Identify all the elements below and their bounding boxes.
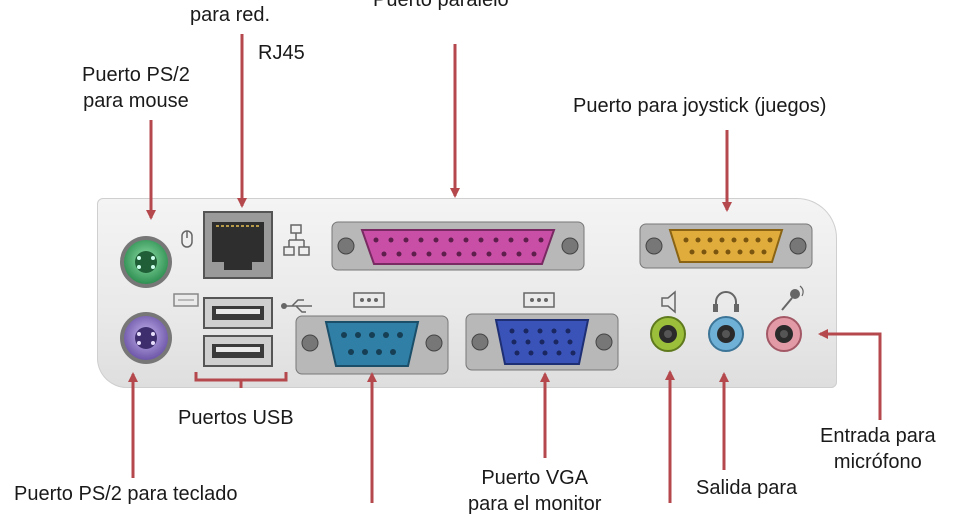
audio-out-jack	[650, 316, 686, 352]
usb-icon	[281, 299, 312, 313]
ps2-mouse-port	[120, 236, 172, 288]
headphone-icon	[713, 291, 739, 312]
monitor-port-icon	[523, 292, 555, 308]
label-entrada: Entrada para micrófono	[820, 423, 936, 475]
joystick-port	[639, 223, 813, 269]
arrow-microphone	[818, 329, 882, 420]
network-icon	[283, 224, 310, 256]
headphone-jack	[708, 316, 744, 352]
label-entrada-line2: micrófono	[833, 451, 922, 473]
label-ps2-mouse-line1: Puerto PS/2	[82, 64, 190, 86]
microphone-icon	[781, 285, 804, 311]
usb-port-1	[203, 297, 273, 329]
rj45-port	[203, 211, 273, 279]
label-ps2-mouse: Puerto PS/2 para mouse	[82, 62, 190, 114]
label-entrada-line1: Entrada para	[820, 425, 936, 447]
usb-bracket	[194, 372, 288, 388]
parallel-port	[331, 221, 585, 271]
label-salida: Salida para	[696, 477, 798, 499]
microphone-jack	[766, 316, 802, 352]
label-joystick: Puerto para joystick (juegos)	[573, 95, 827, 117]
ps2-keyboard-port	[120, 312, 172, 364]
serial-port	[295, 315, 449, 375]
label-ps2-teclado: Puerto PS/2 para teclado	[14, 483, 238, 505]
label-ps2-mouse-line2: para mouse	[83, 90, 189, 112]
speaker-icon	[661, 290, 676, 314]
label-vga-line1: Puerto VGA	[481, 467, 589, 489]
serial-port-icon	[353, 292, 385, 308]
usb-port-2	[203, 335, 273, 367]
label-paralelo: Puerto paralelo	[373, 0, 509, 11]
label-rj45-red: para red.	[190, 4, 271, 26]
vga-port	[465, 313, 619, 371]
ports-diagram	[120, 34, 882, 503]
mouse-icon	[181, 230, 193, 248]
keyboard-icon	[173, 293, 199, 307]
label-rj45: RJ45	[258, 42, 305, 64]
label-usb: Puertos USB	[178, 407, 294, 429]
